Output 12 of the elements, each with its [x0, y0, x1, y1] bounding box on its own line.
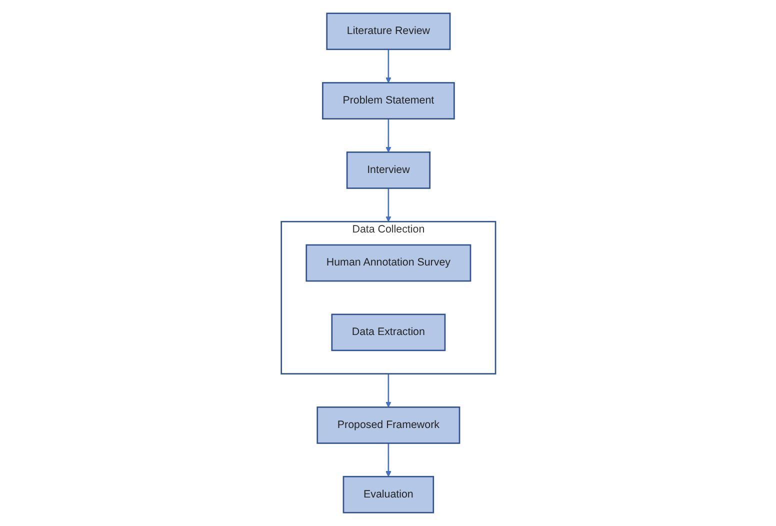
arrow: [385, 374, 391, 408]
node-box: Problem Statement: [322, 82, 454, 120]
node-box: Data Extraction: [330, 314, 446, 352]
arrow: [385, 49, 391, 84]
arrow: [385, 188, 391, 222]
node-box: Evaluation: [342, 476, 434, 514]
arrow: [385, 118, 391, 152]
arrow: [385, 443, 391, 477]
node-box: Human Annotation Survey: [305, 244, 471, 282]
node-box: Proposed Framework: [316, 406, 460, 444]
node-box: Interview: [346, 152, 430, 189]
node-box: Literature Review: [326, 12, 450, 50]
